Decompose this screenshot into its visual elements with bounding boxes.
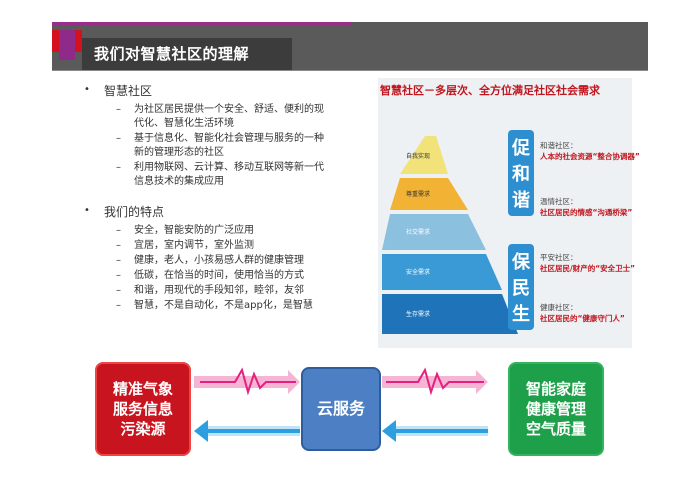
pyramid-title: 智慧社区－多层次、全方位满足社区社会需求: [380, 84, 600, 97]
side-label-harmony: 和谐社区： 人本的社会资源“整合协调器”: [540, 141, 640, 161]
dash-icon: –: [116, 300, 121, 311]
list-item: –和谐，用现代的手段知邻，睦邻，友邻: [116, 285, 304, 296]
list-item: – 为社区居民提供一个安全、舒适、便利的现 代化、智慧化生活环境: [116, 104, 324, 129]
list-item: – 利用物联网、云计算、移动互联网等新一代 信息技术的集成应用: [116, 162, 324, 187]
harmony-bar: [508, 130, 534, 216]
bullet-heading: • 我们的特点: [84, 205, 165, 219]
list-item: –健康，老人，小孩易感人群的健康管理: [116, 255, 304, 266]
side-label-health: 健康社区： 社区居民的“健康守门人”: [540, 303, 625, 323]
smart-home-box: 智能家庭 健康管理 空气质量: [508, 362, 604, 456]
pyramid-level-self-actualization: [400, 136, 448, 174]
dash-icon: –: [116, 162, 121, 173]
harmony-char: 谐: [512, 190, 530, 211]
bullet-heading: • 智慧社区: [84, 84, 153, 98]
dash-icon: –: [116, 255, 121, 266]
pyramid-level-social: [382, 214, 486, 250]
pyramid-label: 社交需求: [406, 228, 430, 236]
dash-icon: –: [116, 225, 121, 236]
left-pink-arrow-body: [194, 376, 292, 388]
livelihood-char: 民: [512, 278, 530, 299]
pyramid-label: 生存需求: [406, 310, 430, 318]
dash-icon: –: [116, 240, 121, 251]
dash-icon: –: [116, 133, 121, 144]
dash-icon: –: [116, 270, 121, 281]
harmony-char: 促: [512, 138, 530, 159]
heartbeat-line-left: [200, 367, 296, 396]
list-item: –低碳，在恰当的时间，使用恰当的方式: [116, 270, 304, 281]
bullet-list: • 智慧社区 – 为社区居民提供一个安全、舒适、便利的现 代化、智慧化生活环境 …: [84, 82, 374, 314]
cloud-service-box: 云服务: [301, 367, 381, 451]
side-label-warmth: 温情社区： 社区居民的情感“沟通桥梁”: [540, 197, 633, 217]
bullet-dot-icon: •: [84, 84, 90, 95]
pyramid-label: 尊重需求: [406, 190, 430, 198]
dash-icon: –: [116, 285, 121, 296]
harmony-char: 和: [512, 164, 530, 185]
page-title: 我们对智慧社区的理解: [94, 45, 250, 63]
purple-accent-block: [59, 30, 75, 60]
livelihood-char: 生: [512, 304, 530, 325]
pyramid-label: 安全需求: [406, 268, 430, 276]
right-pink-arrow-body: [382, 376, 480, 388]
heartbeat-line-right: [386, 367, 484, 396]
list-item: –宜居，室内调节，室外监测: [116, 240, 254, 251]
left-blue-arrowhead: [194, 420, 208, 442]
bullet-dot-icon: •: [84, 205, 90, 216]
list-item: –智慧，不是自动化，不是app化，是智慧: [116, 300, 313, 311]
header-accent-stripe: [52, 22, 352, 26]
pyramid-level-esteem: [390, 178, 468, 210]
list-item: –安全，智能安防的广泛应用: [116, 225, 254, 236]
weather-service-box: 精准气象 服务信息 污染源: [95, 362, 191, 456]
title-box: [82, 38, 292, 70]
dash-icon: –: [116, 104, 121, 115]
side-label-safety: 平安社区： 社区居民/财产的“安全卫士”: [540, 253, 636, 273]
flow-arrows: [194, 367, 488, 442]
pyramid-level-survival: [382, 294, 518, 334]
right-blue-arrowhead: [382, 420, 396, 442]
list-item: – 基于信息化、智能化社会管理与服务的一种 新的管理形态的社区: [116, 133, 324, 158]
livelihood-char: 保: [512, 252, 530, 273]
header-divider: [52, 70, 648, 71]
pyramid-level-safety: [382, 254, 502, 290]
pyramid-label: 自我实现: [406, 152, 430, 160]
livelihood-bar: [508, 244, 534, 330]
pyramid-graphic: 自我实现 尊重需求 社交需求 安全需求 生存需求: [382, 130, 534, 334]
